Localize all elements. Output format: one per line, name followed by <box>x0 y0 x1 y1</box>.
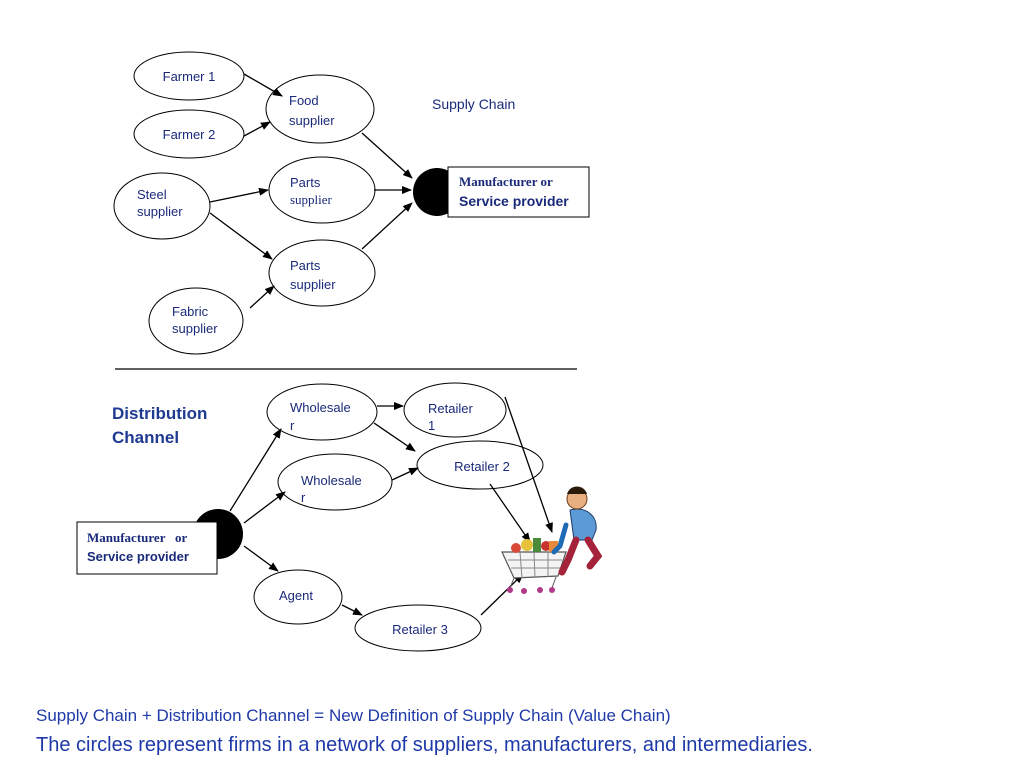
svg-text:Farmer 1: Farmer 1 <box>163 69 216 84</box>
svg-text:r: r <box>301 490 306 505</box>
svg-text:Service provider: Service provider <box>87 549 189 564</box>
node-steel-supplier: Steel supplier <box>113 172 211 240</box>
node-retailer-2: Retailer 2 <box>416 440 544 490</box>
node-agent: Agent <box>253 569 343 625</box>
node-parts-supplier-a: Parts supplier <box>268 156 376 224</box>
footer-explanation-line: The circles represent firms in a network… <box>36 734 813 756</box>
svg-text:1: 1 <box>428 418 435 433</box>
node-manufacturer-bottom: Manufacturer or Service provider <box>76 509 243 575</box>
svg-text:r: r <box>290 418 295 433</box>
svg-text:Retailer 2: Retailer 2 <box>454 459 510 474</box>
svg-text:supplier: supplier <box>289 113 335 128</box>
node-parts-supplier-b: Parts supplier <box>268 239 376 307</box>
svg-text:Manufacturer or: Manufacturer or <box>459 174 553 189</box>
svg-text:Fabric: Fabric <box>172 304 209 319</box>
footer-definition-line: Supply Chain + Distribution Channel = Ne… <box>36 706 671 725</box>
node-retailer-3: Retailer 3 <box>354 604 482 652</box>
node-farmer-2: Farmer 2 <box>133 109 245 159</box>
node-manufacturer-top: Manufacturer or Service provider <box>413 166 590 218</box>
svg-text:Steel: Steel <box>137 187 167 202</box>
node-fabric-supplier: Fabric supplier <box>148 287 244 355</box>
shopper-with-cart-illustration <box>501 486 603 594</box>
svg-text:supplier: supplier <box>137 204 183 219</box>
svg-text:Wholesale: Wholesale <box>301 473 362 488</box>
svg-text:supplier: supplier <box>290 277 336 292</box>
supply-chain-title: Supply Chain <box>432 96 515 112</box>
node-wholesaler-1: Wholesale r <box>266 383 378 441</box>
svg-text:Agent: Agent <box>279 588 313 603</box>
svg-text:Wholesale: Wholesale <box>290 400 351 415</box>
supply-chain-arrows <box>209 73 413 309</box>
node-food-supplier: Food supplier <box>265 74 375 144</box>
svg-text:supplier: supplier <box>290 192 333 207</box>
node-wholesaler-2: Wholesale r <box>277 453 393 511</box>
svg-text:Retailer: Retailer <box>428 401 473 416</box>
node-farmer-1: Farmer 1 <box>133 51 245 101</box>
svg-text:Food: Food <box>289 93 319 108</box>
svg-text:Farmer 2: Farmer 2 <box>163 127 216 142</box>
svg-text:Parts: Parts <box>290 258 321 273</box>
svg-text:supplier: supplier <box>172 321 218 336</box>
distribution-title-line-2: Channel <box>112 428 179 447</box>
svg-text:Service provider: Service provider <box>459 193 569 209</box>
svg-text:Manufacturer or: Manufacturer or <box>87 530 187 545</box>
svg-text:Parts: Parts <box>290 175 321 190</box>
distribution-arrows <box>229 396 553 616</box>
svg-text:Retailer 3: Retailer 3 <box>392 622 448 637</box>
node-retailer-1: Retailer 1 <box>403 382 507 438</box>
distribution-title-line-1: Distribution <box>112 404 207 423</box>
